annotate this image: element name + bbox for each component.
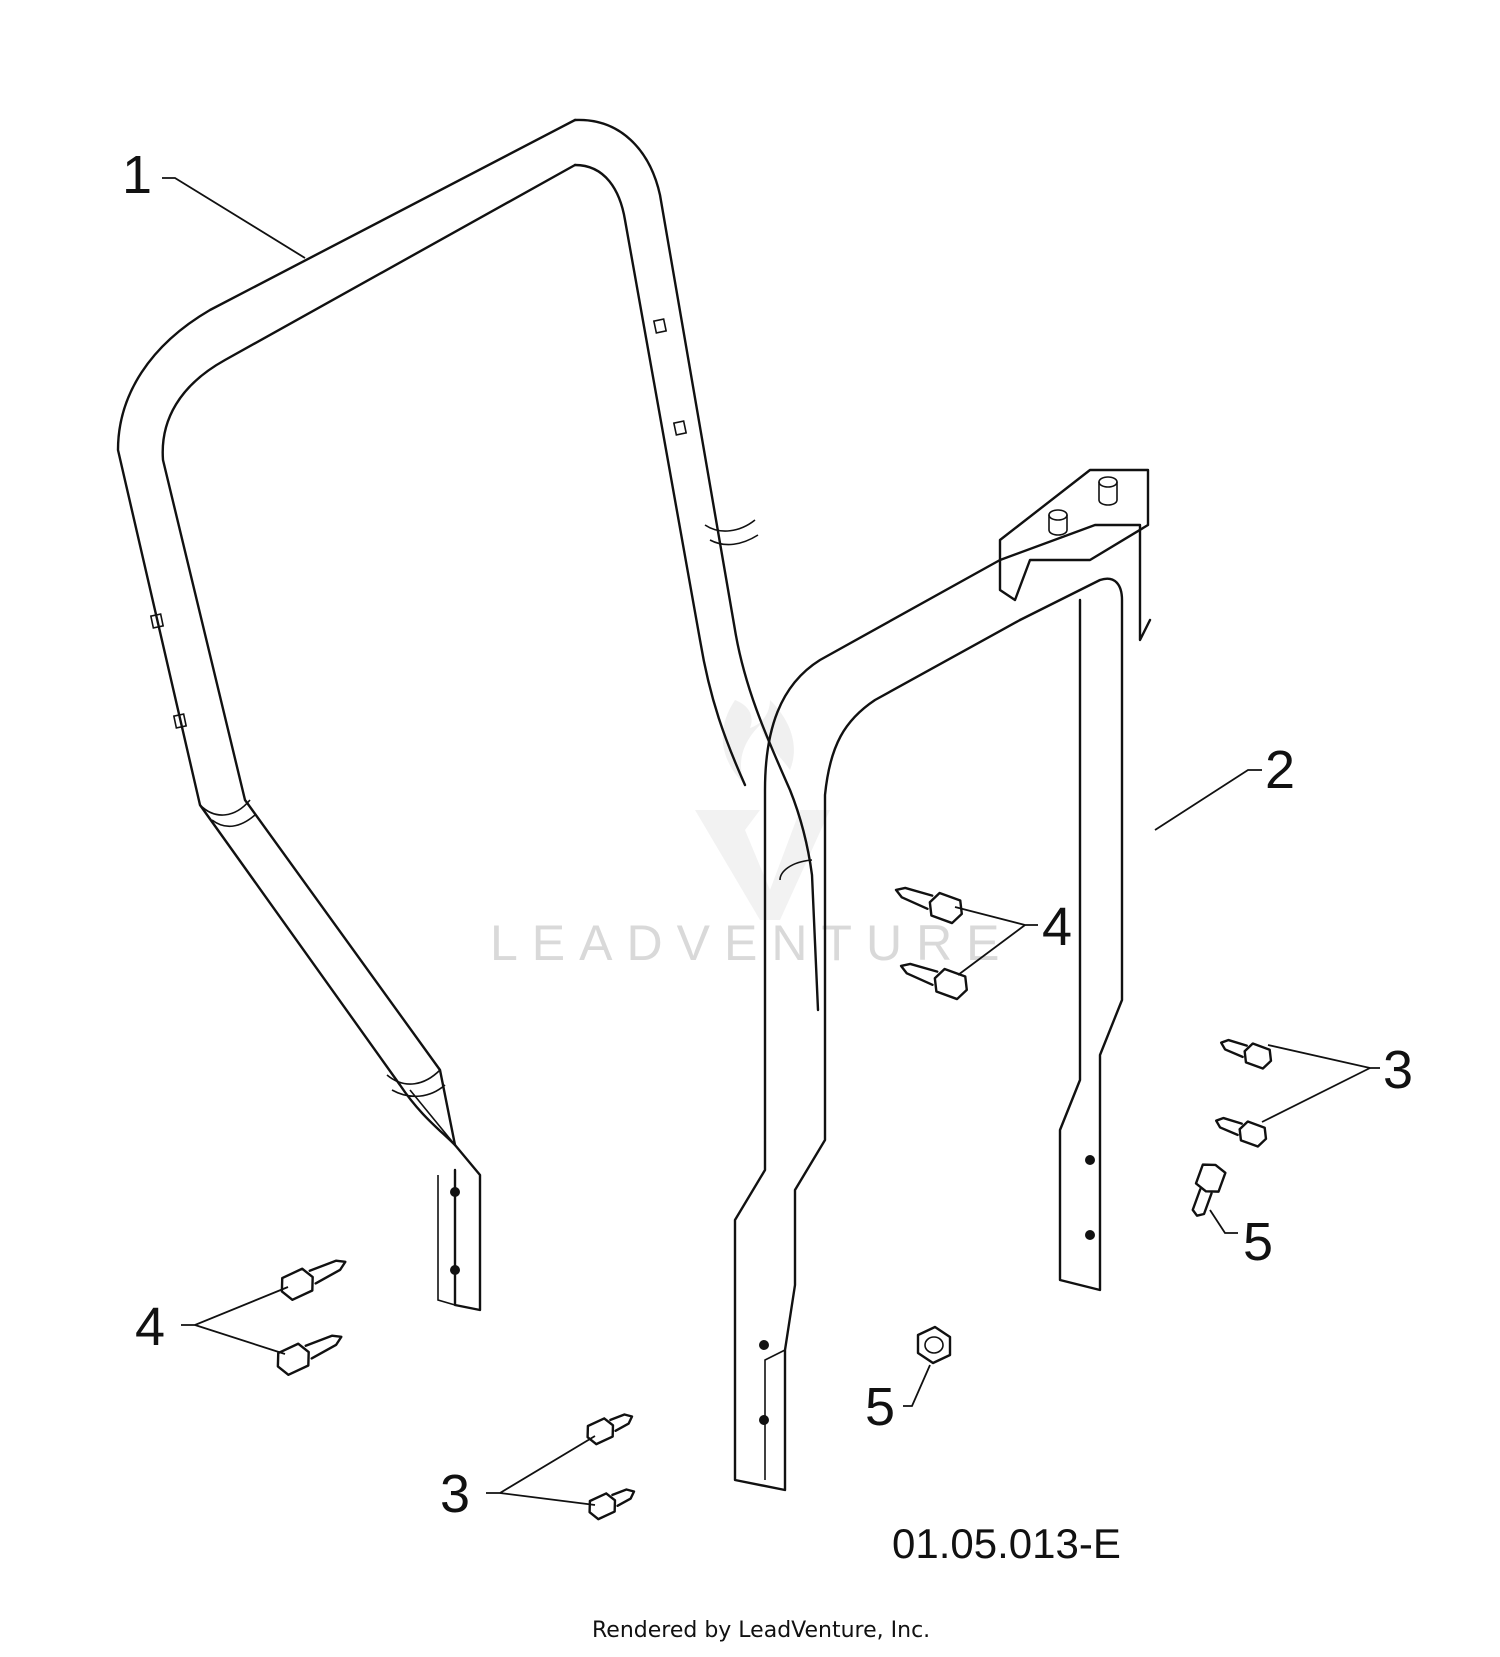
diagram-code: 01.05.013-E (892, 1520, 1121, 1567)
callout-part-4-center: 4 (1042, 897, 1072, 957)
bolt-3-bottom-lower (588, 1488, 636, 1521)
bolt-4-center-lower (899, 962, 968, 1001)
rear-frame-part-2 (733, 468, 1152, 1492)
callout-part-4-left: 4 (135, 1297, 165, 1357)
callout-part-1: 1 (122, 145, 152, 205)
watermark-text: LEADVENTURE (490, 915, 1014, 971)
callout-part-3-right: 3 (1383, 1040, 1413, 1100)
bolt-3-bottom-upper (586, 1413, 634, 1446)
bolt-4-left-lower (276, 1334, 343, 1376)
leader-lines (162, 177, 1380, 1506)
bolt-3-right-lower (1214, 1116, 1268, 1148)
callout-part-5-bottom: 5 (865, 1377, 895, 1437)
callout-part-3-bottom: 3 (440, 1464, 470, 1524)
watermark-logo (695, 700, 830, 920)
render-credit: Rendered by LeadVenture, Inc. (592, 1618, 930, 1643)
bolt-5-right (1191, 1163, 1227, 1217)
bolt-3-right-upper (1219, 1038, 1273, 1070)
callout-part-2: 2 (1265, 740, 1295, 800)
bolt-4-left-upper (280, 1259, 347, 1301)
callout-part-5-right: 5 (1243, 1212, 1273, 1272)
nut-5-bottom (916, 1325, 952, 1365)
bolt-4-center-upper (894, 886, 963, 925)
hoop-frame-part-1 (116, 118, 820, 1312)
